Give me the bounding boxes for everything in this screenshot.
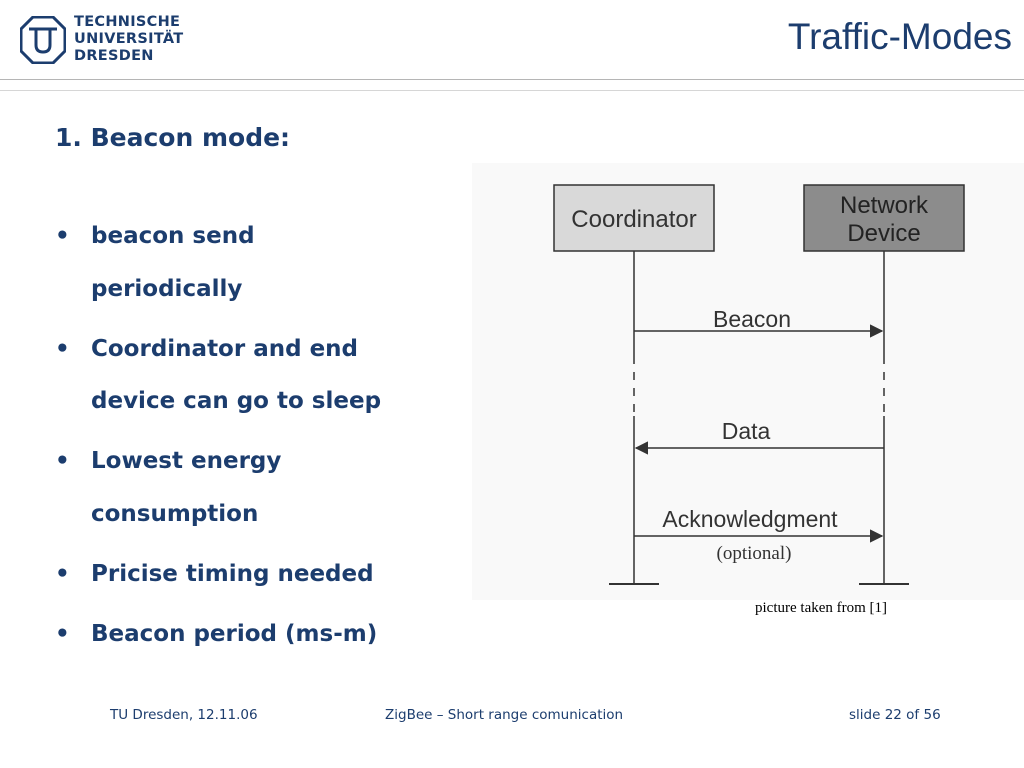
- bullet-list: • beacon send periodically • Coordinator…: [55, 210, 425, 668]
- logo-line-3: DRESDEN: [74, 48, 154, 64]
- header-divider: [0, 79, 1024, 80]
- beacon-sequence-diagram: Coordinator Network Device Beacon Data A…: [472, 163, 1024, 600]
- acknowledgment-message-label: Acknowledgment: [662, 506, 838, 532]
- section-heading: 1. Beacon mode:: [55, 123, 291, 152]
- acknowledgment-note: (optional): [717, 543, 792, 564]
- bullet-glyph: •: [55, 560, 70, 587]
- coordinator-label: Coordinator: [571, 206, 696, 233]
- data-message-label: Data: [722, 418, 771, 444]
- beacon-message-label: Beacon: [713, 306, 791, 332]
- network-device-box: [803, 184, 965, 252]
- bullet-line: consumption: [91, 500, 259, 527]
- logo-line-2: UNIVERSITÄT: [74, 31, 184, 47]
- bullet-item: • Pricise timing needed: [55, 548, 425, 601]
- bullet-glyph: •: [55, 335, 70, 362]
- bullet-item: • Beacon period (ms-m): [55, 608, 425, 661]
- picture-caption: picture taken from [1]: [755, 600, 888, 616]
- footer-date: TU Dresden, 12.11.06: [110, 707, 258, 723]
- footer-slide-number: slide 22 of 56: [849, 707, 941, 723]
- tu-logo-icon: [20, 15, 66, 64]
- coordinator-box: [553, 184, 715, 252]
- network-device-label-line-2: Device: [847, 220, 920, 247]
- sequence-diagram-svg: Coordinator Network Device Beacon Data A…: [553, 184, 965, 585]
- bullet-line: periodically: [91, 275, 243, 302]
- tu-dresden-logo: TECHNISCHE UNIVERSITÄT DRESDEN: [20, 14, 184, 65]
- bullet-line: beacon send: [91, 223, 255, 249]
- bullet-line: Beacon period (ms-m): [91, 620, 378, 647]
- logo-line-1: TECHNISCHE: [74, 14, 181, 30]
- bullet-glyph: •: [55, 448, 70, 474]
- bullet-line: Pricise timing needed: [91, 560, 374, 587]
- bullet-line: Coordinator and end: [91, 335, 359, 362]
- university-name: TECHNISCHE UNIVERSITÄT DRESDEN: [74, 14, 184, 65]
- bullet-glyph: •: [55, 620, 70, 647]
- header-divider-secondary: [0, 90, 1024, 91]
- bullet-item: • beacon send periodically: [55, 210, 425, 315]
- bullet-item: • Lowest energy consumption: [55, 435, 425, 540]
- slide-title: Traffic-Modes: [787, 16, 1012, 57]
- bullet-line: Lowest energy: [91, 448, 282, 474]
- network-device-label-line-1: Network: [840, 192, 929, 219]
- bullet-item: • Coordinator and end device can go to s…: [55, 323, 425, 428]
- bullet-line: device can go to sleep: [91, 388, 382, 414]
- footer-topic: ZigBee – Short range comunication: [385, 707, 624, 723]
- bullet-glyph: •: [55, 223, 70, 249]
